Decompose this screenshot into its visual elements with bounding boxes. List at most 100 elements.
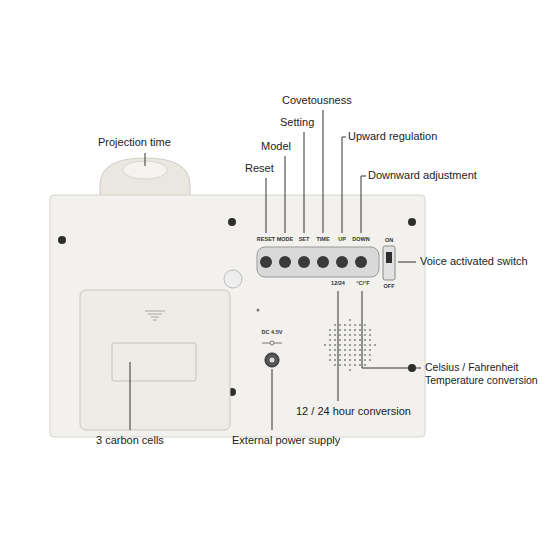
leader-line xyxy=(398,262,416,263)
grille-hole xyxy=(354,349,356,351)
grille-hole xyxy=(339,349,341,351)
grille-hole xyxy=(344,344,346,346)
open-arrow-mark xyxy=(145,311,165,320)
indicator-hole xyxy=(257,309,260,312)
leader-line xyxy=(362,291,421,368)
callout-label: Setting xyxy=(280,116,314,129)
dc-jack-pin xyxy=(270,358,275,363)
grille-hole xyxy=(369,349,371,351)
grille-hole xyxy=(369,334,371,336)
grille-hole xyxy=(349,354,351,356)
button-panel xyxy=(257,247,379,277)
grille-hole xyxy=(359,339,361,341)
button-marking: UP xyxy=(338,236,346,243)
leader-lines xyxy=(130,110,421,430)
grille-hole xyxy=(359,329,361,331)
push-button xyxy=(298,256,310,268)
grille-hole xyxy=(344,339,346,341)
grille-hole xyxy=(334,354,336,356)
grille-hole xyxy=(329,334,331,336)
leader-line xyxy=(266,178,267,233)
grille-hole xyxy=(349,369,351,371)
switch-slider xyxy=(386,252,392,263)
grille-hole xyxy=(349,334,351,336)
grille-hole xyxy=(354,334,356,336)
callout-label: Downward adjustment xyxy=(368,169,477,182)
push-button xyxy=(336,256,348,268)
grille-hole xyxy=(329,354,331,356)
callout-label: Model xyxy=(261,140,291,153)
grille-hole xyxy=(369,329,371,331)
grille-hole xyxy=(369,344,371,346)
grille-hole xyxy=(349,344,351,346)
grille-hole xyxy=(344,334,346,336)
grille-hole xyxy=(364,324,366,326)
grille-hole xyxy=(354,324,356,326)
power-marking: DC 4.5V xyxy=(262,329,283,336)
grille-hole xyxy=(349,324,351,326)
screw-hole xyxy=(228,218,236,226)
leader-line xyxy=(338,291,339,401)
grille-hole xyxy=(359,359,361,361)
grille-hole xyxy=(339,354,341,356)
grille-hole xyxy=(354,339,356,341)
grille-hole xyxy=(364,354,366,356)
grille-hole xyxy=(334,364,336,366)
push-button xyxy=(355,256,367,268)
grille-hole xyxy=(324,344,326,346)
button-marking: MODE xyxy=(277,236,294,243)
push-button xyxy=(317,256,329,268)
grille-hole xyxy=(364,329,366,331)
grille-hole xyxy=(374,344,376,346)
callout-label: 12 / 24 hour conversion xyxy=(296,405,411,418)
grille-hole xyxy=(354,359,356,361)
grille-hole xyxy=(359,324,361,326)
clock-housing xyxy=(50,195,425,437)
grille-hole xyxy=(349,359,351,361)
grille-hole xyxy=(359,349,361,351)
button-marking: SET xyxy=(299,236,310,243)
leader-line xyxy=(304,132,305,233)
grille-hole xyxy=(344,349,346,351)
callout-label: Covetousness xyxy=(282,94,352,107)
grille-hole xyxy=(364,339,366,341)
grille-hole xyxy=(354,329,356,331)
grille-hole xyxy=(334,334,336,336)
panel-marking: 12/24 xyxy=(331,280,345,287)
grille-hole xyxy=(339,359,341,361)
polarity-symbol xyxy=(262,341,282,345)
switch-marking: OFF xyxy=(384,283,395,290)
grille-hole xyxy=(359,364,361,366)
leader-line xyxy=(272,369,273,430)
grille-hole xyxy=(334,329,336,331)
callout-label: 3 carbon cells xyxy=(96,434,164,447)
grille-hole xyxy=(369,339,371,341)
grille-hole xyxy=(334,324,336,326)
grille-hole xyxy=(364,364,366,366)
grille-hole xyxy=(334,349,336,351)
grille-hole xyxy=(329,329,331,331)
grille-hole xyxy=(349,329,351,331)
grille-hole xyxy=(344,324,346,326)
grille-hole xyxy=(369,359,371,361)
grille-hole xyxy=(354,354,356,356)
button-marking: TIME xyxy=(316,236,329,243)
grille-hole xyxy=(334,339,336,341)
grille-hole xyxy=(364,334,366,336)
grille-hole xyxy=(339,344,341,346)
callout-label: Upward regulation xyxy=(348,130,437,143)
grille-hole xyxy=(329,349,331,351)
leader-line xyxy=(323,110,324,233)
speaker-grille xyxy=(324,319,376,371)
grille-hole xyxy=(339,334,341,336)
grille-hole xyxy=(339,329,341,331)
dc-jack xyxy=(265,353,279,367)
grille-hole xyxy=(354,344,356,346)
grille-hole xyxy=(329,344,331,346)
grille-hole xyxy=(349,339,351,341)
button-marking: RESET xyxy=(257,236,275,243)
grille-hole xyxy=(334,344,336,346)
grille-hole xyxy=(344,329,346,331)
button-marking: DOWN xyxy=(352,236,369,243)
